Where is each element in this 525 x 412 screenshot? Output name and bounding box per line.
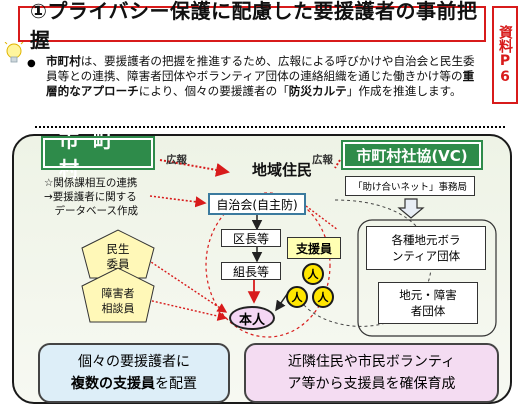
self-node: 本人 bbox=[229, 306, 275, 330]
callout-line: 複数の支援員を配置 bbox=[71, 373, 197, 395]
lightbulb-icon bbox=[4, 42, 24, 63]
label-line: ンティア団体 bbox=[391, 249, 461, 263]
supporters-box: 支援員 bbox=[287, 237, 341, 259]
multiple-supporters-callout: 個々の要援護者に 複数の支援員を配置 bbox=[38, 343, 230, 403]
callout-line: 個々の要援護者に bbox=[78, 354, 190, 370]
volunteer-groups-box: 各種地元ボラ ンティア団体 bbox=[366, 226, 486, 270]
municipality-note: データベース作成 bbox=[44, 205, 138, 217]
callout-line: 近隣住民や市民ボランティ bbox=[287, 354, 456, 370]
bullet-icon: ● bbox=[27, 58, 36, 69]
intro-emphasis: 重層的なアプローチ bbox=[46, 69, 475, 98]
municipality-note: ☆関係課相互の連携 bbox=[44, 177, 138, 189]
callout-emphasis: 複数の支援員 bbox=[71, 376, 155, 392]
label-line: 委員 bbox=[106, 257, 130, 271]
municipality-header: 市町村 bbox=[41, 128, 155, 181]
label-line: 相談員 bbox=[101, 302, 135, 315]
social-council-header: 市町村社協(VC) bbox=[341, 140, 483, 170]
supporter-person-icon: 人 bbox=[286, 286, 308, 308]
jichikai-box: 自治会(自主防) bbox=[208, 193, 306, 215]
supporter-person-icon: 人 bbox=[302, 263, 324, 285]
disability-groups-box: 地元・障害 者団体 bbox=[378, 282, 478, 324]
pr-label-right: 広報 bbox=[312, 154, 333, 166]
ward-chief-box: 区長等 bbox=[221, 229, 281, 247]
group-leader-box: 組長等 bbox=[221, 262, 281, 280]
recruit-supporters-callout: 近隣住民や市民ボランティ ア等から支援員を確保育成 bbox=[244, 343, 499, 403]
pr-label-left: 広報 bbox=[166, 154, 187, 166]
reference-tag: 資料P6 bbox=[492, 6, 518, 104]
divider bbox=[35, 126, 505, 128]
intro-subject: 市町村 bbox=[46, 54, 81, 68]
intro-text: は、要援護者の把握を推進するため、広報による呼びかけや自治会と民生委員等との連携… bbox=[46, 54, 475, 83]
callout-line: ア等から支援員を確保育成 bbox=[287, 376, 456, 392]
intro-text-2: により、個々の要援護者の「 bbox=[138, 84, 289, 98]
label-line: 地元・障害 bbox=[399, 288, 457, 302]
network-office-box: 「助け合いネット」事務局 bbox=[345, 176, 475, 196]
label-line: 障害者 bbox=[101, 287, 135, 300]
supporter-person-icon: 人 bbox=[312, 286, 334, 308]
label-line: 各種地元ボラ bbox=[391, 233, 461, 247]
label-line: 民生 bbox=[106, 242, 130, 256]
intro-emphasis-2: 防災カルテ bbox=[288, 84, 347, 98]
callout-text: を配置 bbox=[155, 376, 197, 392]
label-line: 者団体 bbox=[410, 304, 446, 318]
welfare-commissioner-label: 民生 委員 bbox=[98, 242, 138, 272]
municipality-note: →要援護者に関する bbox=[44, 191, 137, 203]
municipality-notes: ☆関係課相互の連携 →要援護者に関する データベース作成 bbox=[44, 176, 154, 218]
residents-label: 地域住民 bbox=[251, 160, 312, 179]
disability-counselor-label: 障害者 相談員 bbox=[94, 286, 142, 316]
intro-text-end: 」作成を推進します。 bbox=[346, 84, 462, 98]
intro-paragraph: 市町村は、要援護者の把握を推進するため、広報による呼びかけや自治会と民生委員等と… bbox=[22, 54, 484, 126]
page-title: ①プライバシー保護に配慮した要援護者の事前把握 bbox=[18, 0, 486, 52]
